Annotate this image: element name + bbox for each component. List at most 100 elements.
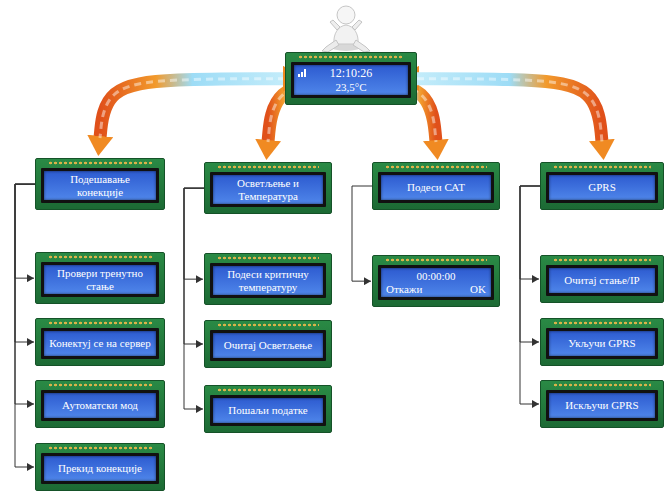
bracket-connector <box>15 184 35 342</box>
lcd-frame: Укључи GPRS <box>546 328 658 359</box>
lcd-frame: Провери тренутно стање <box>41 262 159 297</box>
lcd-screen: 00:00:00Откажи OK <box>381 268 491 297</box>
text-row: Конектуј се на сервер <box>49 337 151 350</box>
lcd-text: Подеси критичну температуру <box>218 268 318 293</box>
pin-header <box>553 165 651 169</box>
pin-header <box>48 161 152 165</box>
text-row: 12:10:26 <box>299 67 403 81</box>
pin-header <box>553 321 651 325</box>
menu-arrow <box>100 79 285 138</box>
lcd-frame: 12:10:2623,5°C <box>291 62 411 98</box>
lcd-screen: Осветљење и Температура <box>213 175 323 204</box>
lcd-module: Подеси критичну температуру <box>204 253 332 305</box>
lcd-frame: Искључи GPRS <box>546 390 658 421</box>
lcd-screen: Очитај стање/IP <box>549 268 655 293</box>
lcd-screen: Подеси критичну температуру <box>213 266 323 295</box>
connector-group <box>352 186 372 281</box>
lcd-screen: Искључи GPRS <box>549 393 655 418</box>
lcd-screen: Подеси САТ <box>381 175 491 200</box>
lcd-screen: Прекид конекције <box>44 456 156 481</box>
pin-header <box>385 258 487 262</box>
lcd-screen: Укључи GPRS <box>549 331 655 356</box>
lcd-module: Очитај стање/IP <box>540 255 664 303</box>
text-row: Подеси САТ <box>386 181 486 194</box>
lcd-frame: Очитај Осветљење <box>210 330 326 361</box>
text-row: Очитај Осветљење <box>218 339 318 352</box>
bracket-connector <box>184 188 204 344</box>
lcd-module: Конектуј се на сервер <box>35 318 165 366</box>
lcd-module: Очитај Осветљење <box>204 320 332 368</box>
connector-group <box>520 186 540 279</box>
connector-group <box>520 186 540 404</box>
lcd-text: Откажи <box>386 283 422 296</box>
text-row: Провери тренутно стање <box>49 267 151 292</box>
lcd-frame: Подеси критичну температуру <box>210 263 326 298</box>
lcd-text: Конектуј се на сервер <box>49 337 150 350</box>
connector-group <box>520 186 540 342</box>
text-row: 00:00:00 <box>386 270 486 283</box>
lcd-frame: Пошаљи податке <box>210 395 326 426</box>
text-row: Очитај стање/IP <box>554 274 650 287</box>
bracket-connector <box>15 184 35 404</box>
lcd-module: 00:00:00Откажи OK <box>372 255 500 307</box>
lcd-screen: Пошаљи податке <box>213 398 323 423</box>
lcd-text: Осветљење и Температура <box>218 177 318 202</box>
lcd-module: Подеси САТ <box>372 162 500 210</box>
pin-header <box>48 383 152 387</box>
pin-header <box>48 321 152 325</box>
text-row: Прекид конекције <box>49 462 151 475</box>
lcd-text: Укључи GPRS <box>568 337 635 350</box>
lcd-text: Очитај Осветљење <box>224 339 312 352</box>
pin-header <box>298 55 404 59</box>
pin-header <box>217 323 319 327</box>
lcd-frame: Аутоматски мод <box>41 390 159 421</box>
lcd-screen: Подешавање конекције <box>44 171 156 200</box>
lcd-screen: GPRS <box>549 175 655 200</box>
lcd-module: Осветљење и Температура <box>204 162 332 214</box>
text-row: 23,5°C <box>299 81 403 94</box>
lcd-text: Подешавање конекције <box>49 173 151 198</box>
bracket-connector <box>520 186 540 279</box>
text-row: Пошаљи податке <box>218 404 318 417</box>
signal-icon <box>298 69 308 77</box>
connector-group <box>15 184 35 342</box>
lcd-text: GPRS <box>588 181 616 194</box>
lcd-text: Искључи GPRS <box>565 399 638 412</box>
lcd-text: Прекид конекције <box>58 462 142 475</box>
bracket-connector <box>184 188 204 279</box>
text-row: Подешавање конекције <box>49 173 151 198</box>
bracket-connector <box>15 184 35 278</box>
menu-arrow <box>417 79 602 142</box>
lcd-screen: Конектуј се на сервер <box>44 331 156 356</box>
lcd-screen: Очитај Осветљење <box>213 333 323 358</box>
connector-group <box>100 79 285 138</box>
text-row: Осветљење и Температура <box>218 177 318 202</box>
lcd-text: OK <box>470 283 486 296</box>
bracket-connector <box>520 186 540 404</box>
lcd-text: Подеси САТ <box>407 181 465 194</box>
connector-group <box>184 188 204 344</box>
pin-header <box>48 255 152 259</box>
lcd-text: Пошаљи податке <box>228 404 307 417</box>
connector-group <box>15 184 35 278</box>
connector-group <box>15 184 35 404</box>
lcd-text: Очитај стање/IP <box>564 274 639 287</box>
person-figure <box>322 6 370 52</box>
lcd-text: 00:00:00 <box>416 270 455 283</box>
lcd-frame: 00:00:00Откажи OK <box>378 265 494 300</box>
lcd-frame: Очитај стање/IP <box>546 265 658 296</box>
connector-group <box>184 188 204 279</box>
lcd-module: Провери тренутно стање <box>35 252 165 304</box>
lcd-module: GPRS <box>540 162 664 210</box>
lcd-module: Аутоматски мод <box>35 380 165 428</box>
pin-header <box>48 446 152 450</box>
text-row: Подеси критичну температуру <box>218 268 318 293</box>
lcd-frame: Подеси САТ <box>378 172 494 203</box>
lcd-module: 12:10:2623,5°C <box>285 52 417 105</box>
bracket-connector <box>15 184 35 467</box>
lcd-frame: Конектуј се на сервер <box>41 328 159 359</box>
text-row: Аутоматски мод <box>49 399 151 412</box>
bracket-connector <box>520 186 540 342</box>
text-row: Укључи GPRS <box>554 337 650 350</box>
arrow-sheen <box>417 79 602 142</box>
